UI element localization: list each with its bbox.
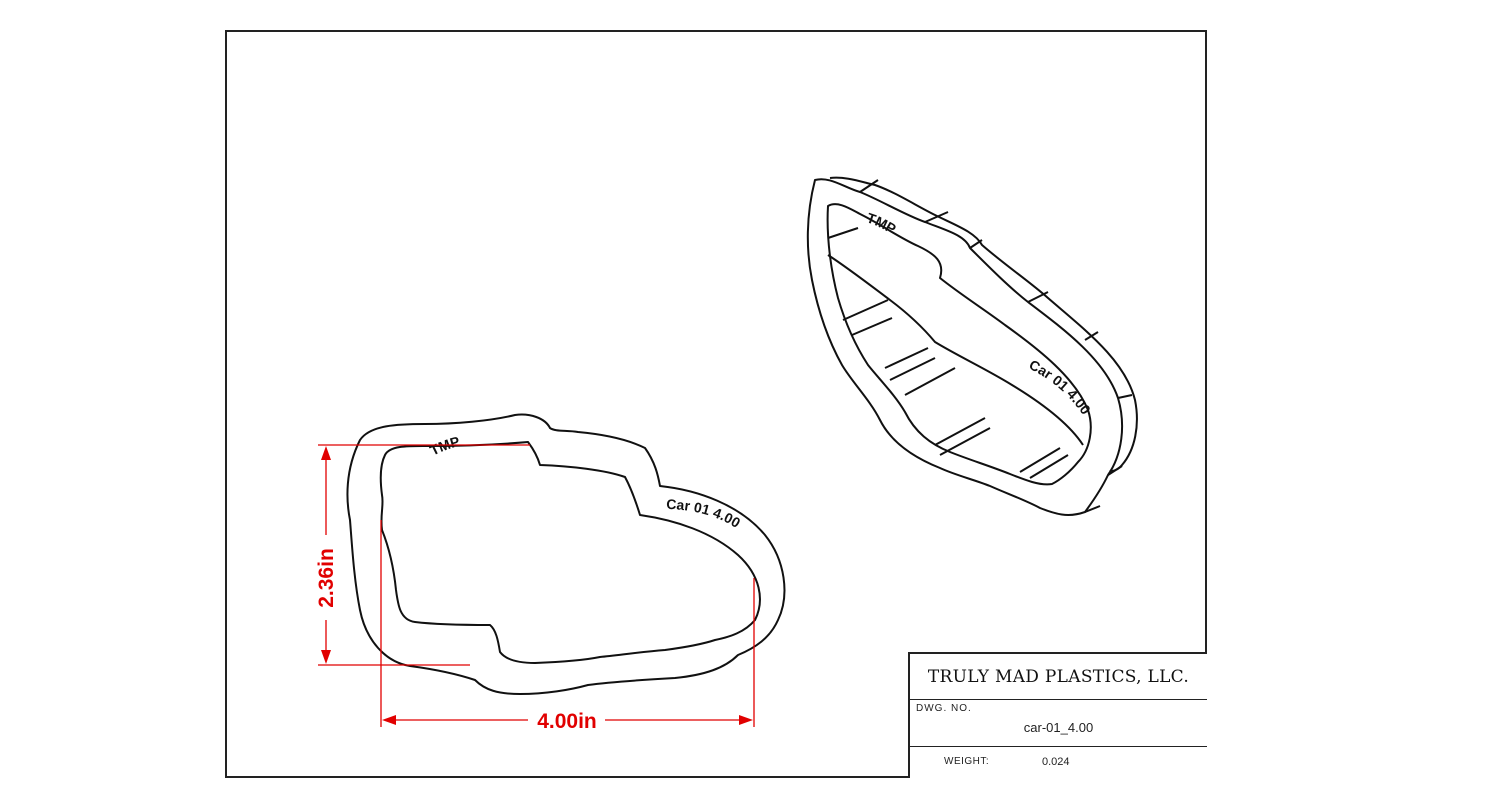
drawing-number-cell: DWG. NO. car-01_4.00 <box>910 700 1207 747</box>
width-dimension-label: 4.00in <box>537 710 597 733</box>
cutter-top-view <box>346 413 786 695</box>
weight-label: WEIGHT: <box>944 756 990 767</box>
cutter-outer-outline <box>346 413 786 695</box>
iso-inner-outline <box>826 203 1092 486</box>
title-block: TRULY MAD PLASTICS, LLC. DWG. NO. car-01… <box>908 652 1207 778</box>
drawing-number-label: DWG. NO. <box>916 703 972 714</box>
weight-cell: WEIGHT: 0.024 <box>910 747 1207 778</box>
emboss-brand-top: TMP <box>427 433 461 459</box>
emboss-product-top: Car 01 4.00 <box>666 496 743 531</box>
cutter-isometric-view <box>806 176 1138 516</box>
drawing-sheet <box>225 30 1207 778</box>
height-dimension <box>318 444 530 666</box>
width-dimension <box>380 520 755 727</box>
cutter-inner-outline <box>379 441 761 664</box>
height-dimension-label: 2.36in <box>315 548 338 608</box>
drawing-number: car-01_4.00 <box>1023 720 1094 735</box>
weight-value: 0.024 <box>1042 756 1070 768</box>
company-name: TRULY MAD PLASTICS, LLC. <box>910 654 1207 700</box>
emboss-product-iso: Car 01 4.00 <box>1027 356 1094 417</box>
